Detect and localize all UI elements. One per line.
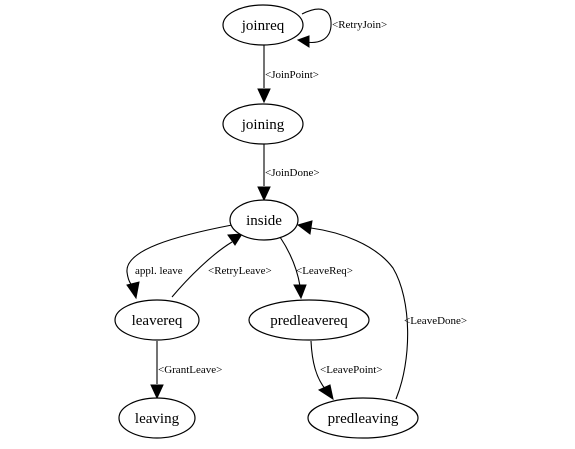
edge-leavepoint	[310, 340, 327, 391]
edge-leavedone-arrowhead	[296, 220, 313, 235]
node-joining-shape	[222, 103, 304, 145]
node-joinreq-shape	[222, 4, 304, 46]
edge-joindone-arrowhead	[257, 186, 271, 202]
node-leavereq: leavereq	[114, 299, 200, 341]
node-inside-label: inside	[246, 213, 282, 229]
edge-leavepoint-arrowhead	[317, 384, 334, 401]
node-predleavereq: predleavereq	[248, 299, 370, 341]
edge-label-appl-leave: appl. leave	[135, 265, 183, 277]
edge-retryjoin-arrowhead	[296, 35, 310, 48]
edge-retryleave	[171, 241, 233, 298]
edge-label-leavepoint: <LeavePoint>	[320, 364, 383, 376]
edge-appl-leave-arrowhead	[126, 281, 140, 300]
edge-retryjoin	[301, 8, 332, 44]
node-predleaving-label: predleaving	[328, 411, 399, 427]
edge-label-leavereq: <LeaveReq>	[296, 265, 353, 277]
node-joining-label: joining	[241, 117, 285, 133]
node-leavereq-shape	[114, 299, 200, 341]
node-joining: joining	[222, 103, 304, 145]
node-joinreq: joinreq	[222, 4, 304, 46]
node-predleaving-shape	[307, 397, 419, 439]
edge-label-joinpoint: <JoinPoint>	[265, 69, 319, 81]
edge-label-retryleave: <RetryLeave>	[208, 265, 272, 277]
edge-label-retryjoin: <RetryJoin>	[332, 19, 387, 31]
edge-leavedone	[310, 227, 409, 400]
edge-label-leavedone: <LeaveDone>	[404, 315, 467, 327]
edge-grantleave-arrowhead	[150, 384, 164, 400]
node-predleavereq-label: predleavereq	[270, 313, 348, 329]
node-predleaving: predleaving	[307, 397, 419, 439]
edge-joinpoint-arrowhead	[257, 88, 271, 104]
node-joinreq-label: joinreq	[241, 18, 285, 34]
edge-label-grantleave: <GrantLeave>	[158, 364, 222, 376]
edge-leavereq-arrowhead	[293, 284, 307, 300]
node-predleavereq-shape	[248, 299, 370, 341]
node-leaving-label: leaving	[135, 411, 180, 427]
edge-appl-leave	[126, 224, 233, 287]
edge-retryleave-arrowhead	[227, 233, 243, 246]
node-leaving-shape	[118, 397, 196, 439]
edge-leavereq	[279, 236, 301, 287]
node-leaving: leaving	[118, 397, 196, 439]
node-leavereq-label: leavereq	[132, 313, 183, 329]
edge-label-joindone: <JoinDone>	[265, 167, 320, 179]
node-inside-shape	[229, 199, 299, 241]
node-inside: inside	[229, 199, 299, 241]
